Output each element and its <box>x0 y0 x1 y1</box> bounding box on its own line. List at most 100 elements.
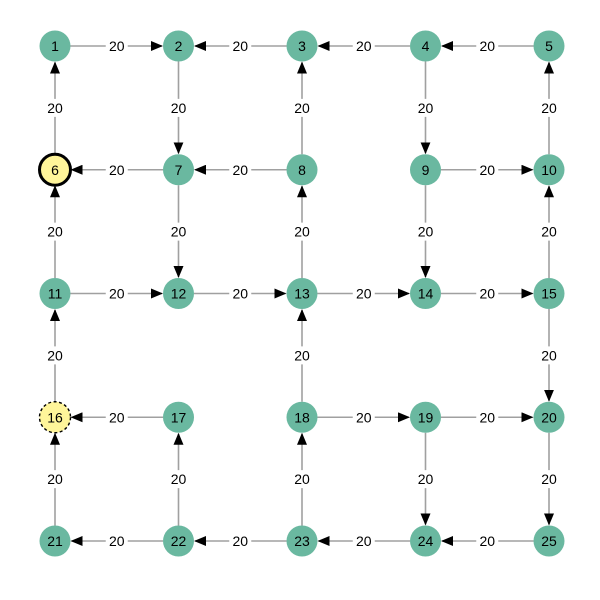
node-23: 23 <box>286 525 318 557</box>
edge-label-background <box>105 160 128 179</box>
edge-label-background <box>538 222 560 241</box>
edge-weight-label: 20 <box>171 224 187 240</box>
edge-16-to-11: 20 <box>44 309 66 402</box>
edge-label-background <box>229 160 252 179</box>
node-circle <box>163 525 194 557</box>
edge-label-background <box>476 408 499 427</box>
edge-23-to-22: 20 <box>194 532 287 550</box>
node-24: 24 <box>410 525 441 557</box>
node-label: 19 <box>418 409 434 425</box>
edge-weight-label: 20 <box>232 286 248 302</box>
edge-label-background <box>291 470 313 489</box>
edge-label-background <box>44 222 66 241</box>
edge-label-background <box>538 470 560 489</box>
edge-weight-label: 20 <box>47 100 63 116</box>
edge-weight-label: 20 <box>294 100 310 116</box>
node-circle <box>533 278 565 309</box>
edge-label-background <box>105 532 128 550</box>
edge-label-background <box>476 284 499 303</box>
edge-weight-label: 20 <box>356 286 372 302</box>
edge-weight-label: 20 <box>479 533 495 549</box>
node-10: 10 <box>533 154 565 186</box>
edge-8-to-3: 20 <box>291 61 313 155</box>
node-circle <box>410 154 441 186</box>
node-circle <box>410 525 441 557</box>
edge-weight-label: 20 <box>479 286 495 302</box>
edge-19-to-24: 20 <box>414 432 437 526</box>
edge-label-background <box>229 532 252 550</box>
node-circle <box>38 401 72 434</box>
edge-22-to-21: 20 <box>70 532 163 550</box>
edge-25-to-24: 20 <box>441 532 534 550</box>
edge-label-background <box>167 222 190 241</box>
edge-weight-label: 20 <box>109 286 125 302</box>
node-label: 25 <box>541 533 557 549</box>
edge-9-to-14: 20 <box>414 185 437 278</box>
node-circle <box>163 30 194 62</box>
edge-label-background <box>167 470 190 489</box>
edge-weight-label: 20 <box>232 162 248 178</box>
node-1: 1 <box>39 30 71 62</box>
node-label: 5 <box>545 38 553 54</box>
node-label: 21 <box>47 533 63 549</box>
node-label: 16 <box>47 409 63 425</box>
node-circle <box>410 401 441 433</box>
node-circle <box>163 154 194 186</box>
edge-7-to-6: 20 <box>70 160 163 179</box>
edge-weight-label: 20 <box>232 38 248 54</box>
node-label: 14 <box>418 286 434 302</box>
node-2: 2 <box>163 30 194 62</box>
node-label: 1 <box>51 38 59 54</box>
node-circle <box>163 401 194 433</box>
node-circle <box>286 525 318 557</box>
node-circle <box>39 278 71 309</box>
edges-layer: 20 20 20 20 20 20 20 20 20 20 20 20 20 20 20 20 20 20 20 20… <box>44 37 560 550</box>
node-17: 17 <box>163 401 194 433</box>
edge-weight-label: 20 <box>356 533 372 549</box>
edge-3-to-2: 20 <box>194 37 287 55</box>
edge-5-to-4: 20 <box>441 37 534 55</box>
edge-10-to-5: 20 <box>538 61 560 155</box>
node-label: 20 <box>541 409 557 425</box>
edge-11-to-12: 20 <box>70 284 163 303</box>
edge-20-to-25: 20 <box>538 432 560 526</box>
node-3: 3 <box>286 30 318 62</box>
node-5: 5 <box>533 30 565 62</box>
edge-label-background <box>352 284 375 303</box>
edge-15-to-20: 20 <box>538 309 560 402</box>
edge-label-background <box>291 346 313 365</box>
edge-label-background <box>229 284 252 303</box>
edge-weight-label: 20 <box>541 224 557 240</box>
node-circle <box>533 401 565 433</box>
edge-weight-label: 20 <box>47 471 63 487</box>
node-circle <box>286 30 318 62</box>
node-label: 9 <box>422 162 430 178</box>
edge-19-to-20: 20 <box>441 408 534 427</box>
edge-weight-label: 20 <box>109 533 125 549</box>
edge-weight-label: 20 <box>47 347 63 363</box>
node-8: 8 <box>286 154 318 186</box>
node-label: 3 <box>298 38 306 54</box>
node-label: 13 <box>294 286 310 302</box>
edge-weight-label: 20 <box>479 409 495 425</box>
edge-24-to-23: 20 <box>317 532 410 550</box>
edge-weight-label: 20 <box>171 471 187 487</box>
node-4: 4 <box>410 30 441 62</box>
node-circle <box>286 154 318 186</box>
node-19: 19 <box>410 401 441 433</box>
node-label: 11 <box>48 286 63 302</box>
edge-weight-label: 20 <box>171 100 187 116</box>
node-25: 25 <box>533 525 565 557</box>
edge-label-background <box>44 346 66 365</box>
edge-22-to-17: 20 <box>167 432 190 526</box>
edge-weight-label: 20 <box>479 38 495 54</box>
edge-23-to-18: 20 <box>291 432 313 526</box>
edge-weight-label: 20 <box>479 162 495 178</box>
edge-weight-label: 20 <box>541 100 557 116</box>
edge-weight-label: 20 <box>109 162 125 178</box>
edge-weight-label: 20 <box>232 533 248 549</box>
edge-21-to-16: 20 <box>44 432 66 526</box>
edge-15-to-10: 20 <box>538 185 560 278</box>
edge-label-background <box>414 470 437 489</box>
